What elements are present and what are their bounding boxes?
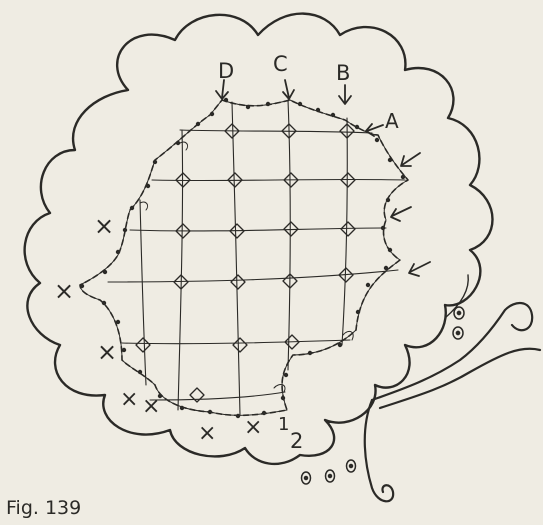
x-mark: × <box>54 277 74 305</box>
figure-caption: Fig. 139 <box>6 497 81 519</box>
x-mark: × <box>120 387 138 412</box>
inner-outline <box>80 100 408 415</box>
tendril-down <box>365 400 393 501</box>
net-grid <box>108 100 405 415</box>
label-b: B <box>336 61 350 85</box>
label-2: 2 <box>290 429 303 453</box>
arrow-right-3 <box>409 262 430 276</box>
x-mark: × <box>244 415 262 440</box>
inner-outline-solid <box>80 100 408 415</box>
bead-dots <box>80 98 405 418</box>
x-marks: × × × × × × × <box>54 212 262 446</box>
x-mark: × <box>97 338 117 366</box>
arrow-right-2 <box>391 207 411 221</box>
label-d: D <box>218 59 234 83</box>
label-1: 1 <box>278 414 289 435</box>
label-a: A <box>385 109 399 133</box>
x-mark: × <box>142 394 160 419</box>
tendril-leaf <box>445 275 468 318</box>
arrow-c <box>283 80 294 99</box>
diamond-nodes <box>136 124 355 402</box>
arrow-right-1 <box>401 153 420 166</box>
x-mark: × <box>94 212 114 240</box>
label-c: C <box>273 52 288 76</box>
x-mark: × <box>198 421 216 446</box>
arrow-b <box>339 85 351 104</box>
